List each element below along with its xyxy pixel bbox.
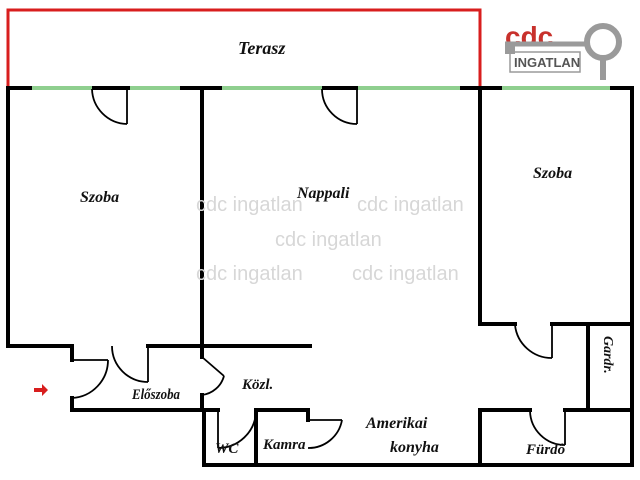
- wardrobe-label: Gardr.: [600, 336, 615, 374]
- watermarks: cdc ingatlan cdc ingatlan cdc ingatlan c…: [196, 194, 464, 285]
- room-left-label: Szoba: [80, 189, 119, 206]
- bathroom-label: Fürdő: [525, 442, 567, 458]
- terrace-outline: [6, 8, 482, 88]
- watermark-text: cdc ingatlan: [196, 194, 303, 216]
- kitchen-label-line1: Amerikai: [365, 415, 428, 432]
- room-labels: Terasz Szoba Nappali Szoba Előszoba Közl…: [80, 38, 615, 458]
- logo-name-box: [509, 51, 581, 73]
- pantry-label: Kamra: [262, 437, 306, 453]
- room-right-label: Szoba: [533, 165, 572, 182]
- hall-label: Előszoba: [131, 387, 180, 403]
- wc-label: WC: [215, 441, 239, 457]
- logo-name: INGATLAN: [514, 55, 580, 70]
- entrance-arrow-icon: [34, 384, 48, 396]
- corridor-label: Közl.: [241, 377, 273, 393]
- living-room-label: Nappali: [296, 185, 350, 202]
- doors: [71, 88, 566, 449]
- kitchen-label-line2: konyha: [390, 439, 439, 456]
- company-logo: cdc INGATLAN: [505, 21, 622, 80]
- watermark-text: cdc ingatlan: [275, 229, 382, 251]
- watermark-text: cdc ingatlan: [196, 263, 303, 285]
- key-icon: [584, 23, 622, 80]
- terrace-label: Terasz: [238, 38, 285, 58]
- walls: [6, 86, 634, 467]
- watermark-text: cdc ingatlan: [352, 263, 459, 285]
- key-bit: [505, 44, 515, 54]
- watermark-text: cdc ingatlan: [357, 194, 464, 216]
